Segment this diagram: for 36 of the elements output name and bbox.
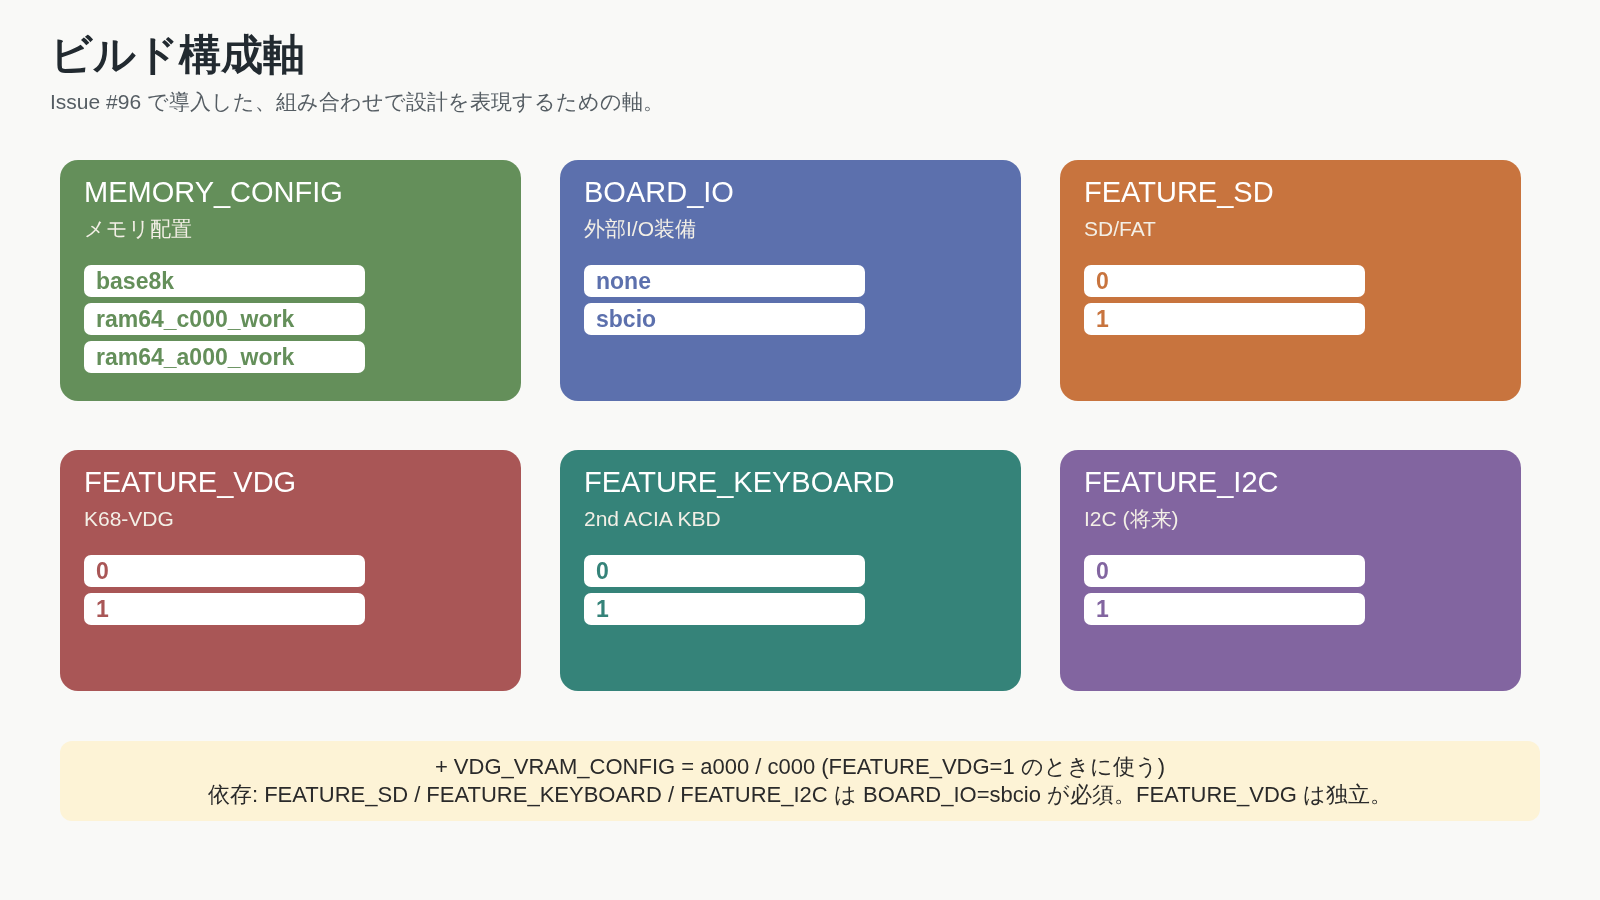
note-panel (60, 741, 1540, 821)
option-value: 0 (84, 555, 365, 587)
config-card (1060, 450, 1521, 691)
axis-description: I2C (将来) (1084, 506, 1179, 532)
axis-name: BOARD_IO (584, 175, 734, 210)
option-value: 0 (584, 555, 865, 587)
config-card (60, 450, 521, 691)
option-value: 0 (1084, 555, 1365, 587)
subtitle: Issue #96 で導入した、組み合わせで設計を表現するための軸。 (50, 89, 664, 115)
option-value: sbcio (584, 303, 865, 335)
note-text: 依存: FEATURE_SD / FEATURE_KEYBOARD / FEATURE_I2C は BOARD_IO=sbcio が必須。FEATURE_VDG は独立。 (207, 781, 1393, 809)
axis-description: メモリ配置 (84, 216, 192, 242)
option-value: 1 (584, 593, 865, 625)
option-value: base8k (84, 265, 365, 297)
config-card (560, 450, 1021, 691)
config-card (560, 160, 1021, 401)
option-value: ram64_c000_work (84, 303, 365, 335)
option-value: 1 (1084, 593, 1365, 625)
axis-name: MEMORY_CONFIG (84, 175, 343, 210)
axis-description: 外部I/O装備 (584, 216, 696, 242)
option-value: 1 (84, 593, 365, 625)
config-card (1060, 160, 1521, 401)
axis-name: FEATURE_VDG (84, 465, 297, 500)
axis-name: FEATURE_SD (1084, 175, 1274, 210)
axis-description: 2nd ACIA KBD (584, 506, 721, 532)
axis-description: SD/FAT (1084, 216, 1156, 242)
axis-name: FEATURE_I2C (1084, 465, 1279, 500)
axis-name: FEATURE_KEYBOARD (584, 465, 895, 500)
option-value: ram64_a000_work (84, 341, 365, 373)
option-value: 0 (1084, 265, 1365, 297)
option-value: 1 (1084, 303, 1365, 335)
option-value: none (584, 265, 865, 297)
note-text: + VDG_VRAM_CONFIG = a000 / c000 (FEATURE_VDG=1 のときに使う) (434, 753, 1166, 781)
page-title: ビルド構成軸 (50, 30, 305, 80)
config-card (60, 160, 521, 401)
axis-description: K68-VDG (84, 506, 174, 532)
